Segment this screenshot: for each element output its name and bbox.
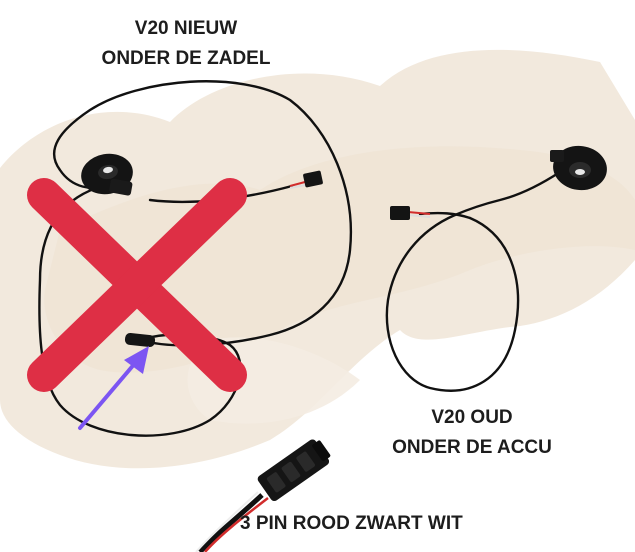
old-sensor-title: V20 OUD ONDER DE ACCU [378, 403, 566, 463]
connector-title-text: 3 PIN ROOD ZWART WIT [240, 513, 463, 534]
arrow-icon [78, 346, 149, 430]
new-sensor-title: V20 NIEUW ONDER DE ZADEL [70, 14, 302, 74]
connector-title: 3 PIN ROOD ZWART WIT [240, 509, 508, 539]
new-sensor-title-line2: ONDER DE ZADEL [101, 48, 271, 69]
cross-mark-icon [27, 178, 247, 392]
three-pin-plug [195, 439, 331, 552]
new-sensor-connector [289, 170, 323, 189]
old-sensor-ring [550, 145, 607, 191]
inline-connector [124, 332, 156, 348]
new-sensor-title-line1: V20 NIEUW [134, 18, 238, 39]
old-sensor-title-line1: V20 OUD [431, 407, 513, 428]
new-sensor-ring [81, 153, 133, 196]
old-sensor-title-line2: ONDER DE ACCU [392, 437, 552, 458]
old-sensor-connector [390, 206, 431, 220]
